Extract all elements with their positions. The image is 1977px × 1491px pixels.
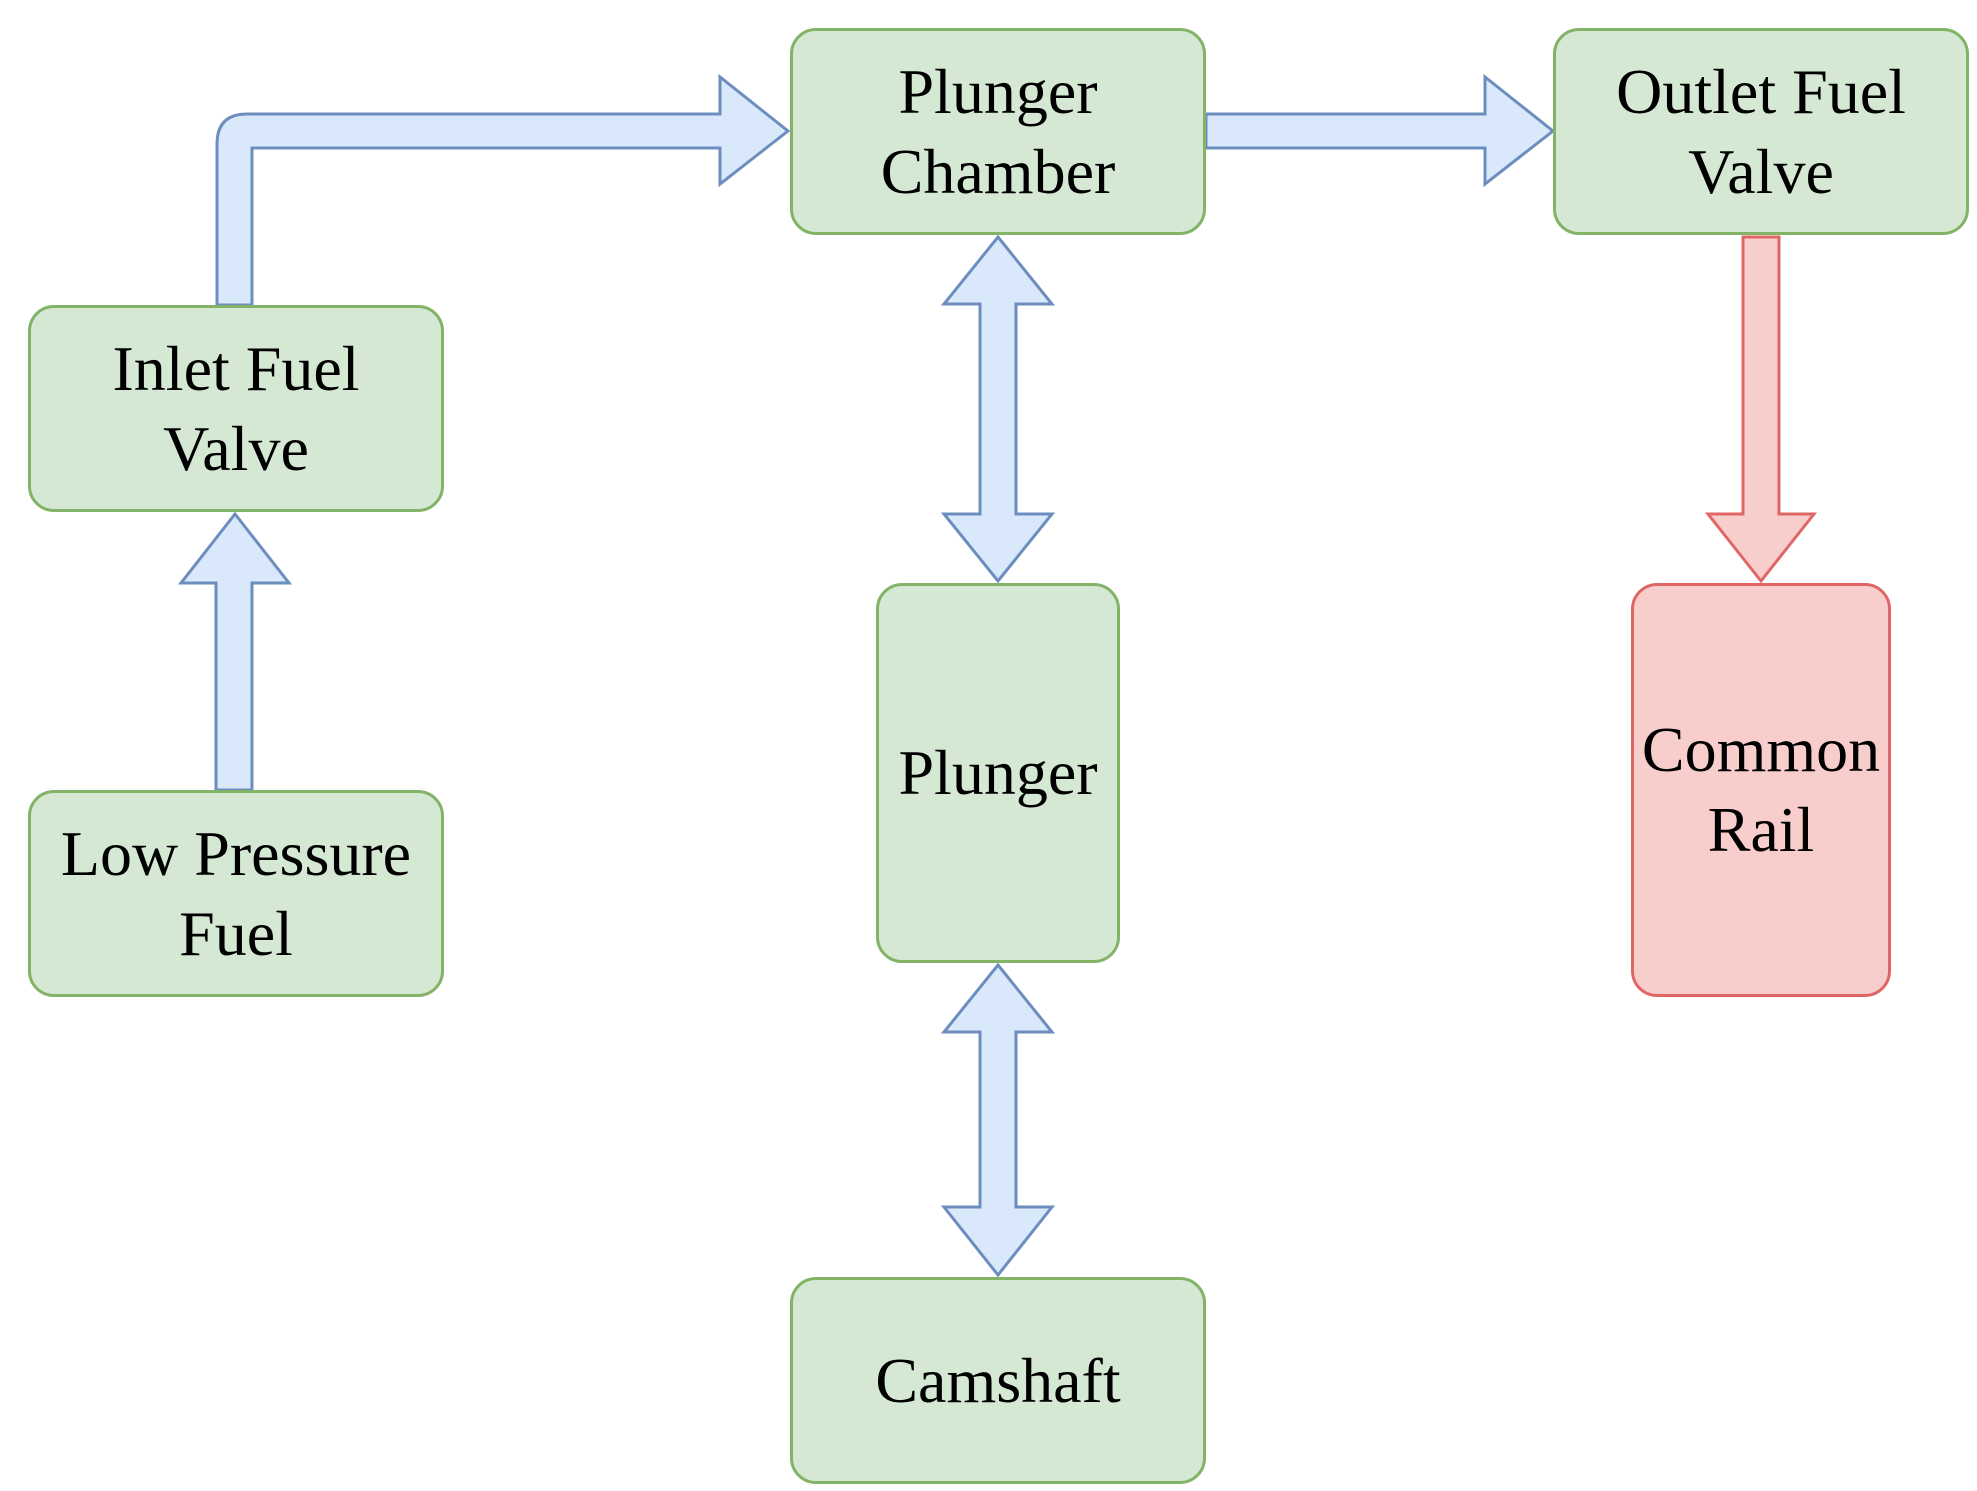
node-camshaft-label: Camshaft [875,1344,1121,1416]
node-common-rail: Common Rail [1631,583,1891,997]
node-inlet-fuel-valve: Inlet Fuel Valve [28,305,444,512]
node-plunger-chamber-label: Plunger Chamber [880,55,1116,207]
node-camshaft: Camshaft [790,1277,1206,1484]
node-outlet-fuel-valve: Outlet Fuel Valve [1553,28,1969,235]
node-plunger-label: Plunger [898,737,1098,808]
arrow-inlet-to-chamber [215,73,791,307]
node-low-pressure-fuel-label: Low Pressure Fuel [60,817,412,969]
arrow-chamber-to-outlet [1204,73,1556,188]
node-outlet-fuel-valve-label: Outlet Fuel Valve [1616,55,1906,207]
arrow-outlet-to-rail [1704,235,1818,584]
node-inlet-fuel-valve-label: Inlet Fuel Valve [112,332,360,484]
node-low-pressure-fuel: Low Pressure Fuel [28,790,444,997]
arrow-low-to-inlet [177,511,293,792]
node-common-rail-label: Common Rail [1641,714,1881,865]
node-plunger-chamber: Plunger Chamber [790,28,1206,235]
node-plunger: Plunger [876,583,1120,963]
arrow-chamber-plunger [940,234,1056,584]
arrow-plunger-camshaft [940,962,1056,1278]
